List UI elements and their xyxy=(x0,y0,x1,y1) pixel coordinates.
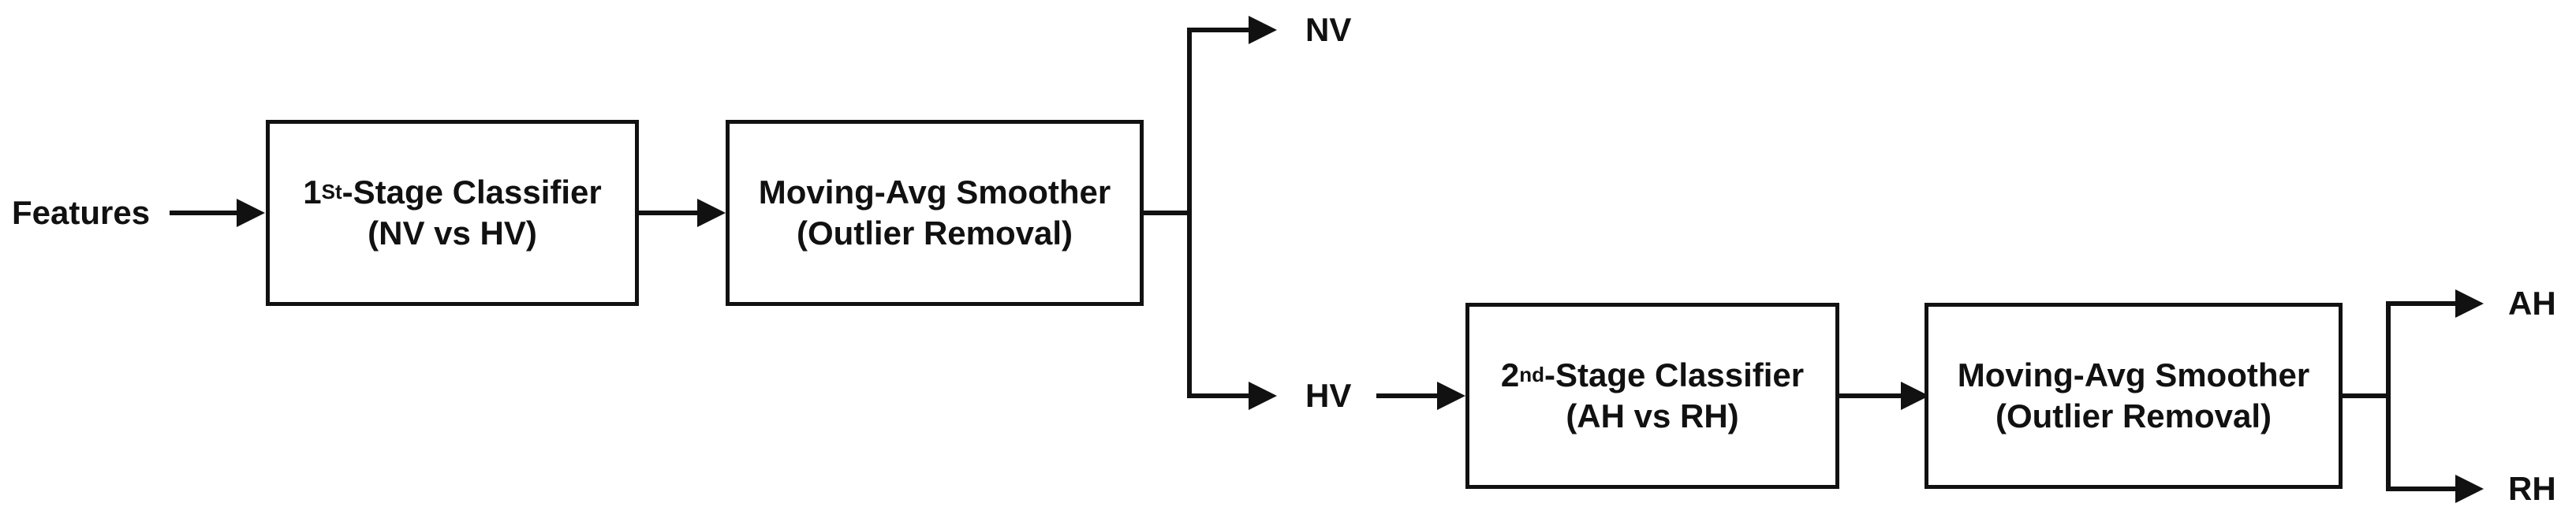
stage1-subtitle: (NV vs HV) xyxy=(368,214,537,252)
smoother1-subtitle: (Outlier Removal) xyxy=(796,214,1073,252)
smoother2-subtitle: (Outlier Removal) xyxy=(1995,397,2272,434)
stage2-classifier-box: 2nd-Stage Classifier (AH vs RH) xyxy=(1465,303,1839,489)
stage2-superscript: nd xyxy=(1519,362,1544,386)
hv-output-label: HV xyxy=(1305,377,1352,414)
smoother2-title: Moving-Avg Smoother xyxy=(1957,356,2310,393)
features-label: Features xyxy=(12,194,151,231)
stage1-prefix: 1 xyxy=(303,173,322,211)
smoother1-title: Moving-Avg Smoother xyxy=(758,173,1111,211)
stage1-title: 1St-Stage Classifier xyxy=(303,172,602,214)
smoother2-box: Moving-Avg Smoother (Outlier Removal) xyxy=(1925,303,2343,489)
rh-output-label: RH xyxy=(2508,470,2556,507)
ah-output-label: AH xyxy=(2508,285,2556,322)
stage2-subtitle: (AH vs RH) xyxy=(1566,397,1739,434)
nv-output-label: NV xyxy=(1305,11,1352,48)
stage1-title-rest: -Stage Classifier xyxy=(342,173,602,211)
stage1-superscript: St xyxy=(321,179,342,203)
stage2-title: 2nd-Stage Classifier xyxy=(1501,355,1804,397)
stage2-title-rest: -Stage Classifier xyxy=(1544,356,1805,393)
smoother1-box: Moving-Avg Smoother (Outlier Removal) xyxy=(726,120,1144,306)
stage1-classifier-box: 1St-Stage Classifier (NV vs HV) xyxy=(266,120,639,306)
stage2-prefix: 2 xyxy=(1500,356,1520,393)
